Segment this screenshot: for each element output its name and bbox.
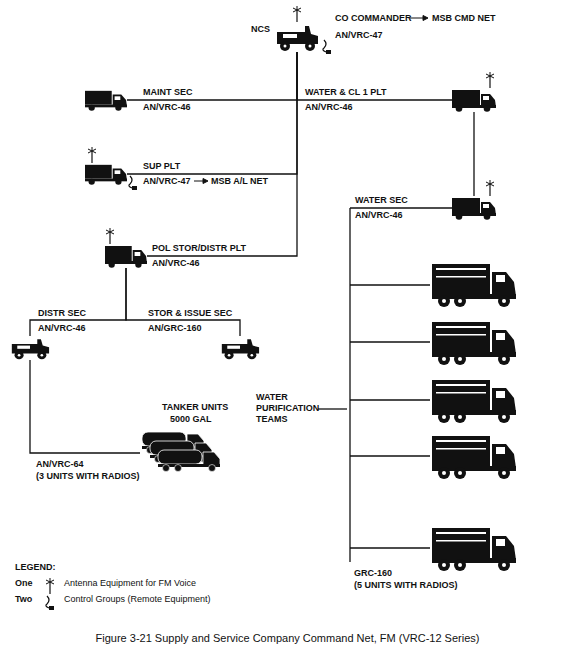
truck-symbol <box>85 163 127 185</box>
unit-vehicle: NCSCO COMMANDERAN/VRC-47 <box>275 22 319 52</box>
unit-name: POL STOR/DISTR PLT <box>152 243 246 254</box>
net-name: MSB CMD NET <box>432 13 496 24</box>
unit-vehicle: POL STOR/DISTR PLTAN/VRC-46 <box>105 244 147 268</box>
net-line <box>30 360 140 453</box>
unit-vehicle: STOR & ISSUE SECAN/GRC-160 <box>220 336 260 360</box>
unit-name: NCS <box>251 24 270 35</box>
jeep-symbol <box>275 22 319 52</box>
radio-set: AN/VRC-47 <box>335 30 383 41</box>
unit-vehicle: WATER & CL 1 PLTAN/VRC-46 <box>452 88 496 112</box>
unit-name: DISTR SEC <box>38 308 86 319</box>
unit-name: MAINT SEC <box>143 87 193 98</box>
unit-vehicle: TANKER UNITS5000 GAL <box>140 428 225 478</box>
radio-set: CO COMMANDER <box>335 13 412 24</box>
radio-set: AN/VRC-46 <box>355 210 403 221</box>
radio-set: AN/VRC-46 <box>305 102 353 113</box>
unit-vehicle: DISTR SECAN/VRC-46 <box>10 336 50 360</box>
tankers-symbol <box>140 428 225 478</box>
figure-caption: Figure 3-21 Supply and Service Company C… <box>96 632 480 645</box>
radio-set: 5000 GAL <box>170 414 212 425</box>
radio-set: AN/VRC-64 <box>36 459 84 470</box>
radio-set: AN/VRC-47 <box>143 176 191 187</box>
legend-text: Control Groups (Remote Equipment) <box>64 594 211 605</box>
truck-symbol <box>452 88 496 112</box>
purification-bus <box>318 208 452 562</box>
legend-key: One <box>15 578 33 589</box>
legend-text: Antenna Equipment for FM Voice <box>64 578 196 589</box>
unit-vehicle: MAINT SECAN/VRC-46 <box>85 89 127 111</box>
net-line <box>126 268 240 336</box>
jeep-symbol <box>220 336 260 360</box>
net-line <box>127 52 297 174</box>
unit-vehicle: SUP PLTAN/VRC-47 <box>85 163 127 185</box>
net-line <box>297 52 452 100</box>
net-arrow <box>194 16 428 184</box>
truck-symbol <box>452 196 496 220</box>
unit-name: TANKER UNITS <box>162 402 228 413</box>
net-line <box>30 268 126 336</box>
radio-set: AN/VRC-46 <box>143 102 191 113</box>
note: (3 UNITS WITH RADIOS) <box>36 471 140 482</box>
legend-key: Two <box>15 594 32 605</box>
radio-set: AN/GRC-160 <box>148 323 202 334</box>
unit-name: STOR & ISSUE SEC <box>148 308 232 319</box>
radio-set: GRC-160 <box>354 568 392 579</box>
radio-set: AN/VRC-46 <box>152 258 200 269</box>
unit-vehicle: WATER SECAN/VRC-46 <box>452 196 496 220</box>
legend-title: LEGEND: <box>15 562 56 573</box>
note: (5 UNITS WITH RADIOS) <box>354 580 458 591</box>
net-line <box>474 112 475 196</box>
truck-symbol <box>105 244 147 268</box>
unit-name: SUP PLT <box>143 161 180 172</box>
net-name: MSB A/L NET <box>211 176 268 187</box>
jeep-symbol <box>10 336 50 360</box>
unit-name: WATER SEC <box>355 195 408 206</box>
net-line <box>127 52 297 100</box>
group-label: WATER PURIFICATION TEAMS <box>256 392 318 425</box>
net-line <box>147 52 297 256</box>
unit-name: WATER & CL 1 PLT <box>305 87 387 98</box>
radio-set: AN/VRC-46 <box>38 323 86 334</box>
truck-symbol <box>85 89 127 111</box>
